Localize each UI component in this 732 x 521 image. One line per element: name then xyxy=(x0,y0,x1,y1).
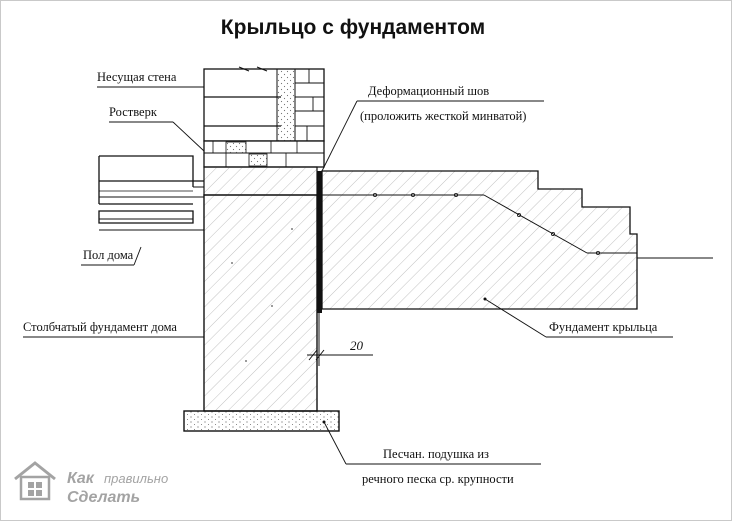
label-grillage: Ростверк xyxy=(109,105,158,119)
joint-width-dimension: 20 xyxy=(307,338,373,361)
house-floor-beams xyxy=(98,155,204,231)
label-column-foundation: Столбчатый фундамент дома xyxy=(23,320,177,334)
label-bearing-wall: Несущая стена xyxy=(97,70,177,84)
porch-foundation xyxy=(321,170,638,310)
label-sand-cushion-line2: речного песка ср. крупности xyxy=(362,472,514,486)
label-expansion-joint: Деформационный шов xyxy=(368,84,489,98)
watermark-line1: Как xyxy=(67,470,95,487)
watermark-line1-tail: правильно xyxy=(104,471,168,486)
diagram-title: Крыльцо с фундаментом xyxy=(221,16,485,39)
sand-cushion xyxy=(183,410,340,432)
bearing-wall xyxy=(203,66,325,142)
expansion-joint xyxy=(317,171,322,366)
watermark-line2: Сделать xyxy=(67,489,140,506)
watermark-logo: Как правильно Сделать xyxy=(14,461,168,506)
label-expansion-joint-note: (проложить жесткой минватой) xyxy=(360,109,526,123)
label-sand-cushion-line1: Песчан. подушка из xyxy=(383,447,489,461)
label-porch-foundation: Фундамент крыльца xyxy=(549,320,658,334)
grillage-band xyxy=(203,140,325,168)
house-logo-icon xyxy=(14,461,56,501)
dimension-value: 20 xyxy=(350,338,364,353)
house-column-foundation xyxy=(203,166,318,412)
leaders xyxy=(23,86,673,465)
label-house-floor: Пол дома xyxy=(83,248,134,262)
